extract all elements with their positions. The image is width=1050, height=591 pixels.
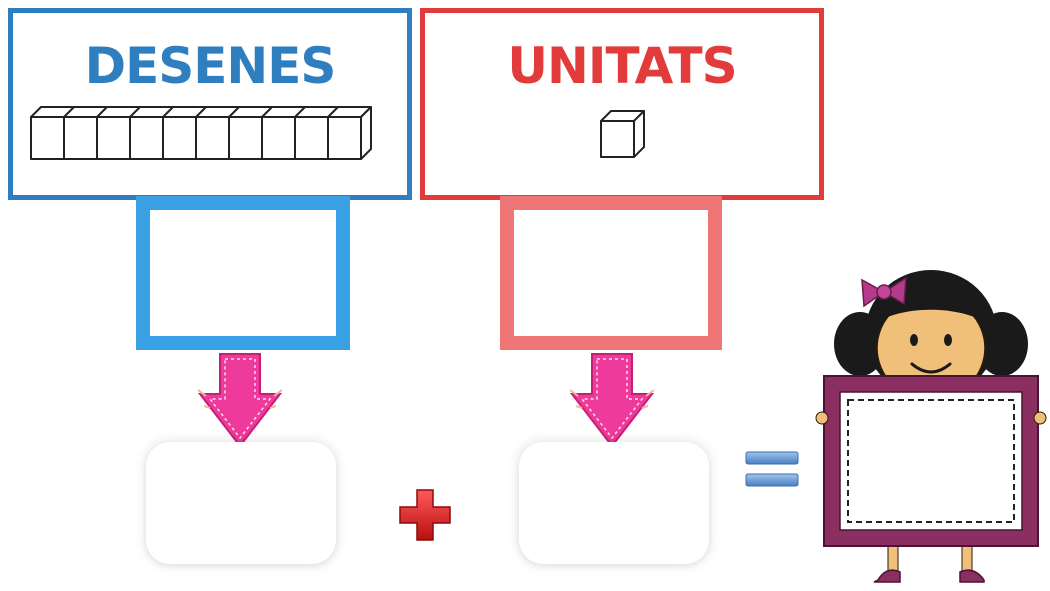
arrow-down-icon (197, 353, 283, 449)
result-answer-box[interactable] (846, 400, 1018, 538)
ten-rod-icon (30, 106, 372, 160)
tens-answer-box[interactable] (146, 442, 336, 564)
arrow-down-icon (569, 353, 655, 449)
equals-icon (745, 451, 799, 487)
unit-cube-icon (600, 110, 645, 158)
ones-title: UNITATS (507, 37, 737, 95)
tens-write-box[interactable] (136, 196, 350, 350)
plus-icon (399, 489, 451, 541)
ones-write-box[interactable] (500, 196, 722, 350)
tens-header-box: DESENES (8, 8, 412, 200)
tens-title: DESENES (84, 37, 337, 95)
girl-holding-frame-icon (815, 270, 1047, 583)
ones-answer-box[interactable] (519, 442, 709, 564)
ones-header-box: UNITATS (420, 8, 824, 200)
